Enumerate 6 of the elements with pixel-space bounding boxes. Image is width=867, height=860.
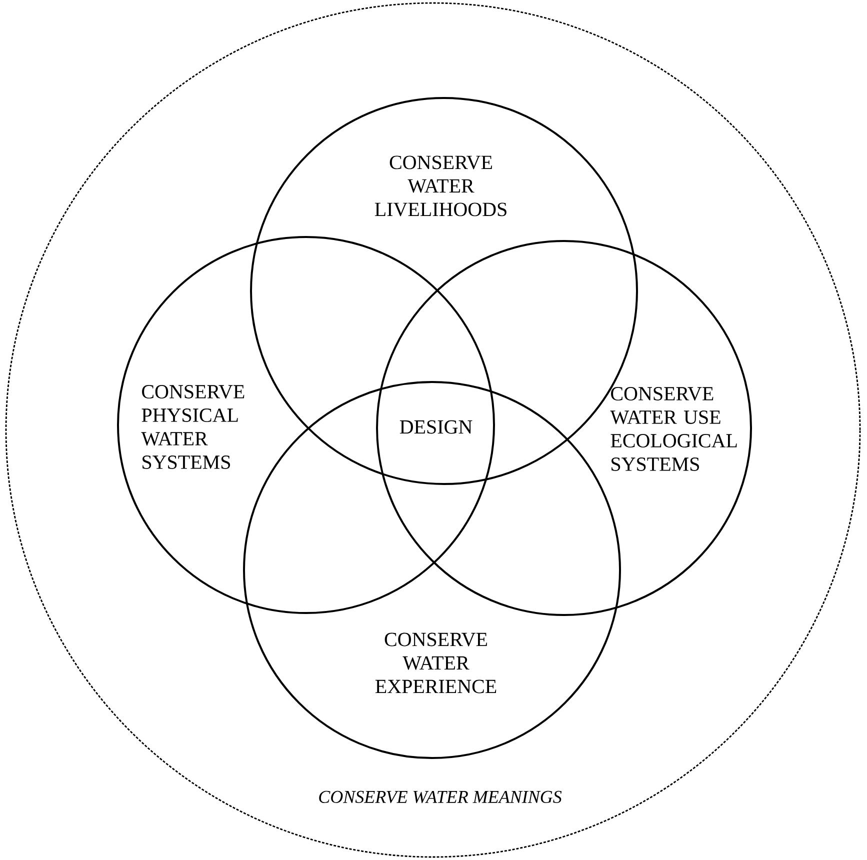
circle-label: CONSERVE WATER MEANINGS [319, 790, 562, 804]
circle-label: CONSERVE WATER EXPERIENCE [375, 632, 496, 694]
circle-label: CONSERVE WATER USE ECOLOGICAL SYSTEMS [610, 387, 737, 471]
circle-label: CONSERVE PHYSICAL WATER SYSTEMS [141, 385, 244, 469]
overlap-label: DESIGN [400, 420, 472, 434]
circle-label: CONSERVE WATER LIVELIHOODS [374, 156, 506, 216]
